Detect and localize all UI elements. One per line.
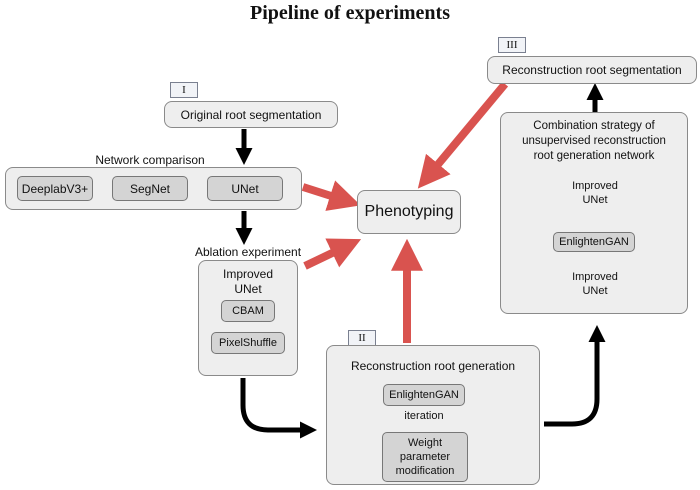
combination-strategy-box xyxy=(500,112,688,314)
ablation-unet-label: UNet xyxy=(234,282,262,296)
module-pixelshuffle-box: PixelShuffle xyxy=(211,332,285,354)
improved-unet-top-label: Improved UNet xyxy=(555,179,635,207)
red-arrow-reconseg-to-phenotyping xyxy=(417,81,509,189)
improved-unet-top-line-1: Improved xyxy=(572,180,618,192)
enlightengan-generation-box: EnlightenGAN xyxy=(383,384,465,406)
red-arrow-network-to-phenotyping xyxy=(301,180,361,211)
section-tag-i: I xyxy=(170,82,198,98)
phenotyping-box: Phenotyping xyxy=(357,190,461,234)
improved-unet-top-line-2: UNet xyxy=(582,194,608,206)
enlightengan-combination-box: EnlightenGAN xyxy=(553,232,635,252)
module-cbam-box: CBAM xyxy=(221,300,275,322)
model-unet-box: UNet xyxy=(207,176,283,201)
black-arrow-ablation-to-generation xyxy=(240,378,317,439)
network-comparison-label: Network comparison xyxy=(95,153,205,167)
improved-unet-bottom-label: Improved UNet xyxy=(555,270,635,298)
black-arrow-generation-to-combination xyxy=(544,325,606,427)
model-segnet-box: SegNet xyxy=(112,176,188,201)
reconstruction-segmentation-box: Reconstruction root segmentation xyxy=(487,56,697,84)
weight-line-2: parameter xyxy=(399,451,451,463)
page-title: Pipeline of experiments xyxy=(250,2,450,24)
iteration-label: iteration xyxy=(404,410,444,422)
weight-line-1: Weight xyxy=(407,437,443,449)
section-tag-iii: III xyxy=(498,37,526,53)
improved-unet-bottom-line-2: UNet xyxy=(582,285,608,297)
weight-parameter-modification-box: Weight parameter modification xyxy=(382,432,468,482)
improved-unet-bottom-line-1: Improved xyxy=(572,271,618,283)
combination-title-line-1: Combination strategy of xyxy=(533,120,655,132)
reconstruction-generation-title: Reconstruction root generation xyxy=(350,359,516,373)
model-deeplabv3-box: DeeplabV3+ xyxy=(17,176,93,201)
section-tag-ii: II xyxy=(348,330,376,346)
combination-title: Combination strategy of unsupervised rec… xyxy=(500,119,688,164)
combination-title-line-3: root generation network xyxy=(533,150,655,162)
ablation-improved-label: Improved xyxy=(222,267,274,281)
combination-title-line-2: unsupervised reconstruction xyxy=(522,135,666,147)
weight-line-3: modification xyxy=(395,465,455,477)
red-arrow-ablation-to-phenotyping xyxy=(303,238,362,270)
original-root-segmentation-box: Original root segmentation xyxy=(164,101,338,128)
ablation-experiment-label: Ablation experiment xyxy=(194,245,302,259)
